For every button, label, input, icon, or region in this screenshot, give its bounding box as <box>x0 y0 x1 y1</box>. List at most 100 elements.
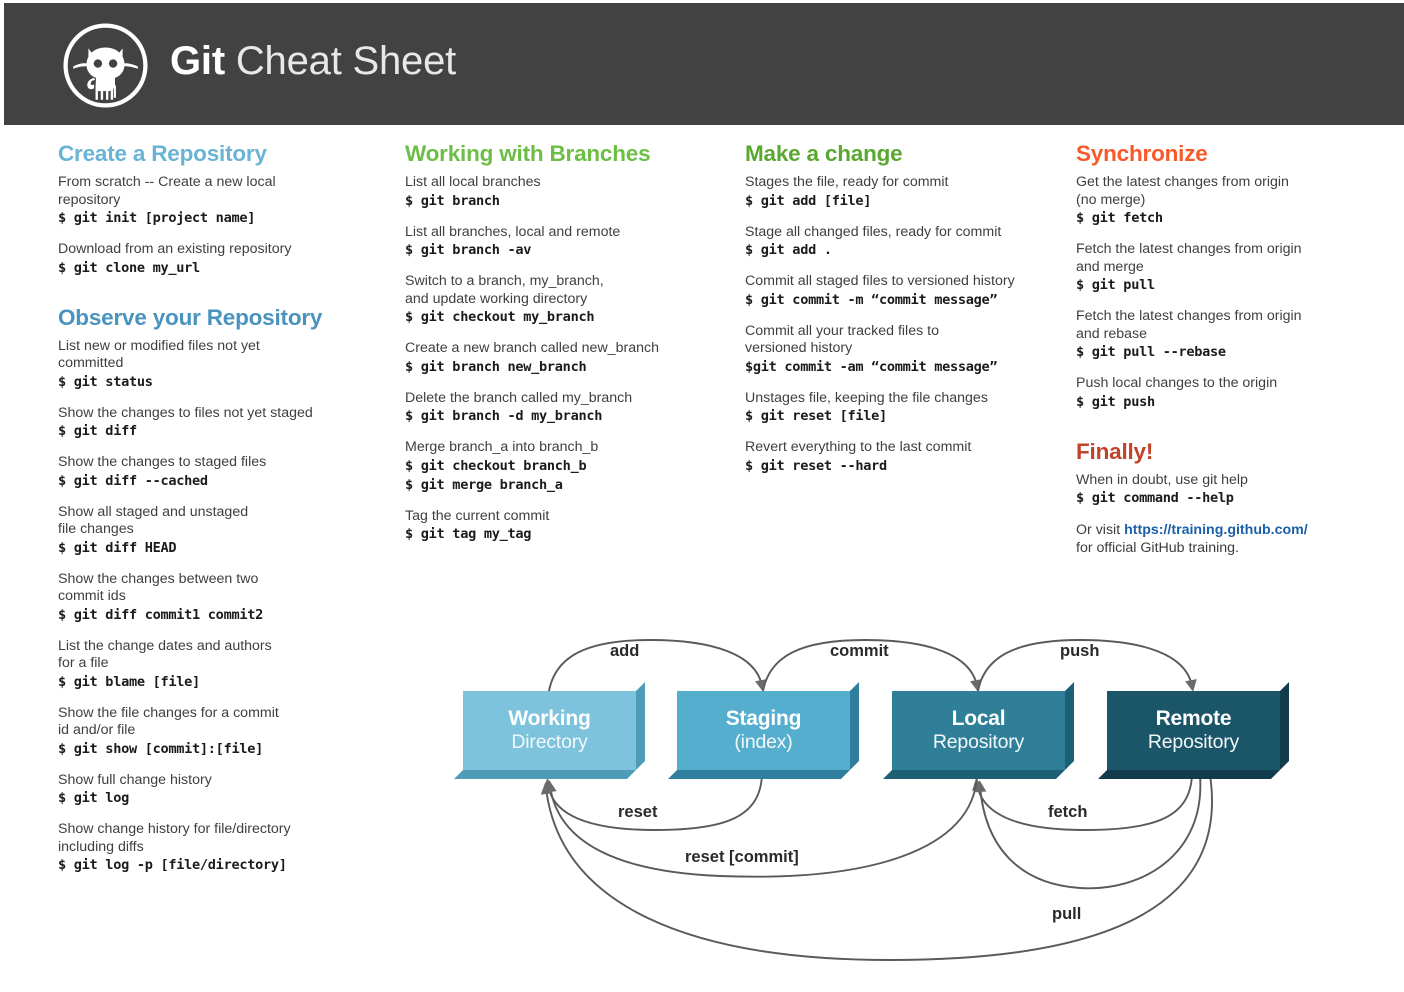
command-entry: Push local changes to the origin $ git pu… <box>1076 375 1396 412</box>
command-description: Switch to a branch, my_branch,and update… <box>405 273 604 307</box>
command-entry: List all local branches$ git branch <box>405 174 730 211</box>
diagram-box-working-directory: Working Directory <box>463 691 636 770</box>
section-title: Synchronize <box>1076 141 1208 166</box>
arrow-label-add: add <box>610 642 640 660</box>
command-code: $ git branch -d my_branch <box>405 408 603 424</box>
command-code: $ git add [file] <box>745 192 872 209</box>
command-code: $ git checkout branch_b <box>405 457 587 474</box>
command-code: $ git clone my_url <box>58 259 200 276</box>
command-entry: Get the latest changes from origin(no me… <box>1076 174 1396 228</box>
command-description: Push local changes to the origin <box>1076 375 1278 391</box>
box-title: Remote <box>1155 707 1232 731</box>
command-description: Tag the current commit <box>405 507 550 524</box>
command-entry: Show full change history$ git log <box>58 772 388 809</box>
command-description: List all branches, local and remote <box>405 223 621 240</box>
page-title: Git Cheat Sheet <box>170 36 456 86</box>
diagram-box-remote-repository: Remote Repository <box>1107 691 1280 770</box>
diagram-box-local-repository: Local Repository <box>892 691 1065 770</box>
command-entry: Stage all changed files, ready for commi… <box>745 224 1065 261</box>
command-entry: Show the changes to staged files $ git di… <box>58 454 388 491</box>
command-entry: Show the changes to files not yet staged… <box>58 405 388 442</box>
command-code: $ git merge branch_a <box>405 476 563 493</box>
command-description: Show the changes to files not yet staged <box>58 404 313 421</box>
command-description: Show the changes to staged files <box>58 454 267 470</box>
command-description: Stage all changed files, ready for commi… <box>745 223 1002 240</box>
command-description: Stages the file, ready for commit <box>745 174 949 190</box>
command-entry: List all branches, local and remote $ git… <box>405 224 730 261</box>
section-title: Create a Repository <box>58 141 267 166</box>
command-code: $ git branch <box>405 192 500 209</box>
command-description: Unstages file, keeping the file changes <box>745 389 988 406</box>
command-description: Download from an existing repository <box>58 241 292 257</box>
arrow-label-reset-commit: reset [commit] <box>685 848 799 866</box>
command-code: $ git reset [file] <box>745 408 887 424</box>
section-footer: Or visit https://training.github.com/for… <box>1076 522 1308 556</box>
page-header: Git Cheat Sheet <box>4 3 1404 125</box>
command-entry: Switch to a branch, my_branch,and update… <box>405 273 730 327</box>
section-title: Make a change <box>745 141 903 166</box>
box-title: Local <box>951 707 1006 731</box>
github-octocat-icon <box>58 18 153 113</box>
command-description: Show full change history <box>58 771 212 788</box>
command-code: $ git branch new_branch <box>405 358 587 375</box>
command-code: $ git push <box>1076 393 1155 410</box>
command-code: $ git diff <box>58 423 137 439</box>
command-code: $ git pull --rebase <box>1076 344 1226 360</box>
command-entry: Merge branch_a into branch_b $ git checko… <box>405 439 730 495</box>
command-entry: Delete the branch called my_branch$ git … <box>405 390 730 427</box>
command-code: $ git reset --hard <box>745 457 887 474</box>
command-code: $ git show [commit]:[file] <box>58 740 263 757</box>
section-title: Finally! <box>1076 438 1154 464</box>
command-code: $ git log -p [file/directory] <box>58 857 287 873</box>
command-code: $ git diff --cached <box>58 472 208 489</box>
command-code: $ git commit -m “commit message” <box>745 291 998 308</box>
command-code: $ git diff commit1 commit2 <box>58 606 263 623</box>
box-subtitle: Repository <box>1147 731 1240 754</box>
command-description: Revert everything to the last commit <box>745 439 972 455</box>
diagram-box-staging-index: Staging (index) <box>677 691 850 770</box>
box-subtitle: (index) <box>734 731 793 754</box>
command-entry: Stages the file, ready for commit $ git a… <box>745 174 1065 211</box>
command-entry: Create a new branch called new_branch $ g… <box>405 340 730 377</box>
command-code: $ git diff HEAD <box>58 539 177 556</box>
title-bold: Git <box>170 39 225 83</box>
diagram-arrows <box>540 639 1213 961</box>
title-light: Cheat Sheet <box>224 39 457 83</box>
command-code: $ git tag my_tag <box>405 526 532 542</box>
arrow-label-fetch: fetch <box>1048 803 1088 821</box>
command-entry: Download from an existing repository $ gi… <box>58 241 388 278</box>
command-description: Merge branch_a into branch_b <box>405 439 599 455</box>
command-entry: Unstages file, keeping the file changes $… <box>745 390 1065 427</box>
box-subtitle: Repository <box>932 731 1025 754</box>
command-entry: When in doubt, use git help $ git command… <box>1076 472 1396 509</box>
command-code: $ git branch -av <box>405 242 532 258</box>
arrow-label-pull: pull <box>1052 905 1082 923</box>
section-title: Working with Branches <box>405 141 651 166</box>
command-description: When in doubt, use git help <box>1076 471 1248 488</box>
training-link[interactable]: https://training.github.com/ <box>1124 522 1308 538</box>
command-code: $ git blame [file] <box>58 673 200 690</box>
command-code: $ git command --help <box>1076 490 1234 506</box>
git-workflow-diagram: Working Directory Staging (index) Local … <box>440 620 1370 992</box>
command-description: Create a new branch called new_branch <box>405 340 659 356</box>
command-description: Commit all staged files to versioned his… <box>745 273 1015 289</box>
command-entry: Revert everything to the last commit $ gi… <box>745 439 1065 476</box>
